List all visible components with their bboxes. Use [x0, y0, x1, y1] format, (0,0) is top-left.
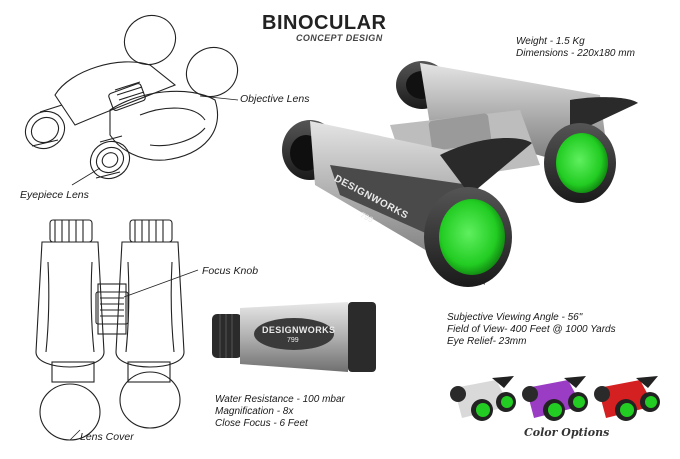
callout-lens-cover: Lens Cover: [80, 431, 134, 443]
page-title: BINOCULAR: [262, 12, 387, 34]
color-option-thumb: [594, 376, 660, 421]
color-option-thumb: [522, 376, 588, 421]
side-view-render: [212, 302, 376, 372]
spec-dimensions: Dimensions - 220x180 mm: [516, 48, 635, 59]
spec-magnification: Magnification - 8x: [215, 406, 294, 417]
callout-focus-knob: Focus Knob: [202, 265, 259, 277]
spec-weight: Weight - 1.5 Kg: [516, 36, 585, 47]
side-model-label: 799: [287, 337, 299, 344]
binocular-render: [282, 61, 638, 287]
spec-viewing-angle: Subjective Viewing Angle - 56": [447, 312, 583, 323]
spec-eye-relief: Eye Relief- 23mm: [447, 336, 527, 347]
spec-field-of-view: Field of View- 400 Feet @ 1000 Yards: [447, 324, 616, 335]
front-view-sketch: [35, 219, 199, 441]
spec-close-focus: Close Focus - 6 Feet: [215, 418, 308, 429]
page-subtitle: CONCEPT DESIGN: [296, 33, 383, 43]
color-options-thumbnails: [450, 376, 660, 421]
callout-eyepiece-lens: Eyepiece Lens: [20, 189, 89, 201]
spec-water-resistance: Water Resistance - 100 mbar: [215, 394, 345, 405]
side-brand-label: DESIGNWORKS: [262, 325, 336, 335]
isometric-sketch: [24, 14, 239, 186]
color-option-thumb: [450, 376, 516, 421]
color-options-label: Color Options: [524, 426, 610, 439]
callout-objective-lens: Objective Lens: [240, 93, 310, 105]
